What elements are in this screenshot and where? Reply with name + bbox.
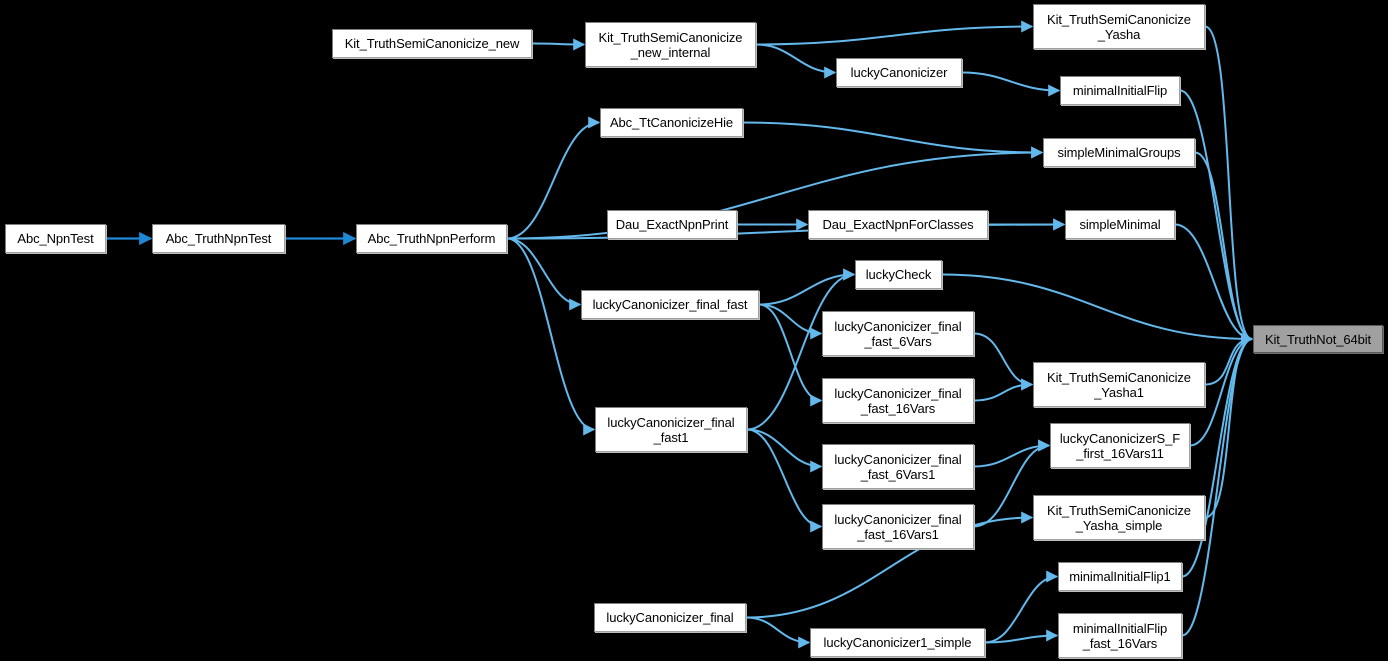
graph-node-label: Abc_NpnTest [17,231,94,246]
graph-node-minimalinitialflip1[interactable]: minimalInitialFlip1 [1058,562,1182,591]
graph-node-label: luckyCanonicizer_final_fast [592,297,748,312]
graph-edge [758,303,823,340]
graph-node-kit_truthsemicanonicize_yasha[interactable]: Kit_TruthSemiCanonicize _Yasha [1033,4,1205,49]
graph-node-minimalinitialflip[interactable]: minimalInitialFlip [1060,76,1180,105]
graph-node-luckycanonicizer_final_fast_6vars1[interactable]: luckyCanonicizer_final _fast_6Vars1 [822,444,974,489]
graph-edge [745,511,1034,619]
graph-node-luckycanonicizer_final_fast[interactable]: luckyCanonicizer_final_fast [581,290,759,319]
graph-edge [1181,333,1254,637]
graph-node-label: luckyCanonicizer_final _fast_6Vars1 [834,451,962,482]
graph-node-label: luckyCanonicizer_final _fast1 [607,414,735,445]
graph-edge [1204,25,1254,345]
graph-node-label: luckyCanonicizer_final [606,610,734,625]
graph-node-label: Kit_TruthNot_64bit [1264,331,1372,347]
graph-node-luckycanonicizer_final_fast1[interactable]: luckyCanonicizer_final _fast1 [595,407,747,452]
graph-node-label: luckyCanonicizer1_simple [823,635,972,650]
graph-edge [1194,151,1254,345]
graph-node-label: Abc_TtCanonicizeHie [609,115,734,130]
graph-edge [506,237,582,311]
graph-node-label: luckyCanonicizer_final _fast_16Vars1 [834,511,962,542]
graph-node-kit_truthsemicanonicize_yasha1[interactable]: Kit_TruthSemiCanonicize _Yasha1 [1033,362,1205,407]
graph-node-label: luckyCanonicizer_final _fast_6Vars [834,318,962,349]
graph-node-simpleminimal[interactable]: simpleMinimal [1065,210,1175,239]
graph-node-simpleminimalgroups[interactable]: simpleMinimalGroups [1043,138,1195,167]
graph-node-label: simpleMinimalGroups [1057,145,1181,160]
graph-node-label: Kit_TruthSemiCanonicize_new [344,36,520,51]
graph-edge [506,146,1044,240]
graph-node-dau_exactnpnforclasses[interactable]: Dau_ExactNpnForClasses [808,210,988,239]
graph-edge [506,116,601,240]
graph-edge [755,20,1034,46]
graph-node-kit_truthsemicanonicize_yasha_simple[interactable]: Kit_TruthSemiCanonicize _Yasha_simple [1033,495,1205,540]
graph-node-luckycanonicizer_final[interactable]: luckyCanonicizer_final [594,603,746,632]
graph-node-minimalinitialflip_fast_16vars[interactable]: minimalInitialFlip _fast_16Vars [1058,613,1182,658]
graph-edge [746,428,823,533]
graph-node-kit_truthsemicanonicize_new[interactable]: Kit_TruthSemiCanonicize_new [332,29,532,58]
graph-node-luckycheck[interactable]: luckyCheck [855,260,942,289]
graph-node-label: luckyCheck [865,267,932,282]
graph-node-luckycanonicizer_final_fast_6vars[interactable]: luckyCanonicizer_final _fast_6Vars [822,311,974,356]
graph-edge [742,121,1044,159]
graph-node-abc_truthnpnperform[interactable]: Abc_TruthNpnPerform [356,224,507,253]
graph-edge [973,332,1034,391]
graph-edge [746,268,856,431]
graph-node-label: simpleMinimal [1079,217,1161,232]
graph-node-dau_exactnpnprint[interactable]: Dau_ExactNpnPrint [607,210,737,239]
graph-edge [758,268,856,306]
graph-node-label: Dau_ExactNpnForClasses [822,217,974,232]
graph-node-label: luckyCanonicizerS_F _first_16Vars11 [1059,430,1181,461]
graph-node-luckycanonicizer_final_fast_16vars[interactable]: luckyCanonicizer_final _fast_16Vars [822,378,974,423]
graph-node-luckycanonicizer1_simple[interactable]: luckyCanonicizer1_simple [810,628,985,657]
graph-edge [745,616,811,649]
graph-edge [984,629,1059,644]
graph-node-abc_truthnpntest[interactable]: Abc_TruthNpnTest [152,224,285,253]
graph-node-luckycanonicizers_f_first_16vars11[interactable]: luckyCanonicizerS_F _first_16Vars11 [1050,423,1190,468]
graph-edge [755,43,837,79]
graph-edge [1174,223,1254,345]
graph-node-abc_npntest[interactable]: Abc_NpnTest [5,224,106,253]
graph-node-label: Dau_ExactNpnPrint [615,217,729,232]
graph-node-label: minimalInitialFlip [1072,83,1168,98]
graph-node-label: minimalInitialFlip _fast_16Vars [1072,620,1168,651]
graph-node-kit_truthsemicanonicize_new_internal[interactable]: Kit_TruthSemiCanonicize _new_internal [585,22,756,67]
graph-node-label: Abc_TruthNpnPerform [367,231,496,246]
graph-node-luckycanonicizer_final_fast_16vars1[interactable]: luckyCanonicizer_final _fast_16Vars1 [822,504,974,549]
graph-node-abc_ttcanonicizehie[interactable]: Abc_TtCanonicizeHie [600,108,743,137]
graph-edge [973,378,1034,402]
graph-node-label: Kit_TruthSemiCanonicize _Yasha_simple [1047,502,1191,533]
graph-edge [961,71,1061,97]
graph-node-kit_truthnot_64bit[interactable]: Kit_TruthNot_64bit [1253,325,1383,353]
graph-node-label: Kit_TruthSemiCanonicize _Yasha [1047,11,1191,42]
graph-edge [1179,89,1254,345]
graph-node-label: Kit_TruthSemiCanonicize _Yasha1 [1047,369,1191,400]
graph-edge [531,38,586,51]
graph-edge [746,428,823,473]
graph-node-label: luckyCanonicizer [850,65,948,80]
graph-edge [506,237,596,436]
graph-node-label: luckyCanonicizer_final _fast_16Vars [834,385,962,416]
graph-edge [941,273,1254,345]
graph-edge [758,303,823,407]
graph-node-label: Kit_TruthSemiCanonicize _new_internal [598,29,743,60]
graph-node-label: Abc_TruthNpnTest [165,231,272,246]
graph-node-label: minimalInitialFlip1 [1069,569,1171,584]
graph-edge [984,570,1059,644]
graph-node-luckycanonicizer[interactable]: luckyCanonicizer [836,58,962,87]
